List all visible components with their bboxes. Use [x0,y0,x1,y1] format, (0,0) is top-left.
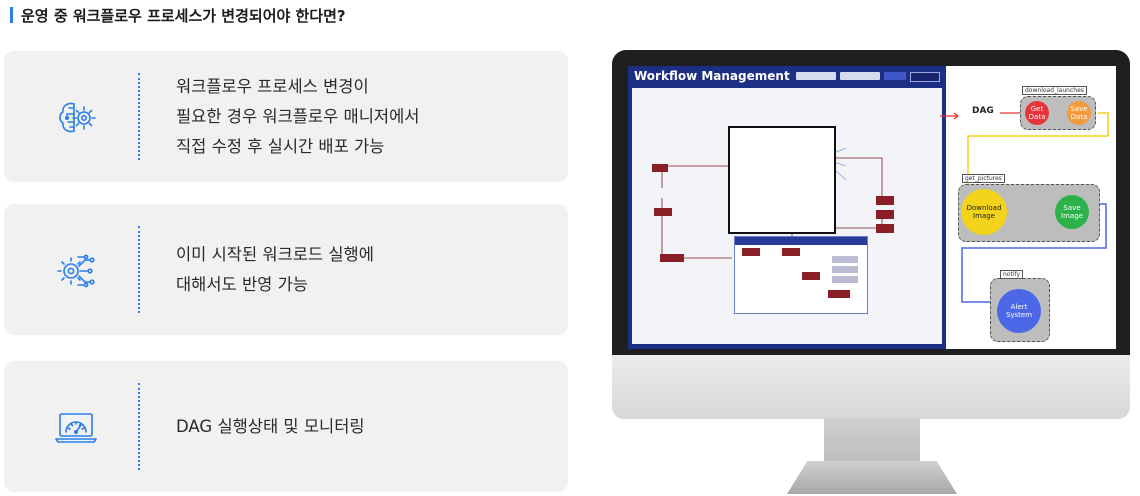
process-node[interactable] [876,224,894,233]
monitor-screen: Workflow Management [628,66,1116,349]
card-divider [138,383,140,470]
filter-select-1[interactable] [796,72,836,80]
card-text: DAG 실행상태 및 모니터링 [176,361,548,492]
process-node[interactable] [876,210,894,219]
section-heading: 운영 중 워크플로우 프로세스가 변경되어야 한다면? [10,4,346,26]
process-node[interactable] [802,272,820,280]
feature-card-dag-monitoring: DAG 실행상태 및 모니터링 [4,361,568,492]
monitor-stand-base [787,461,957,494]
gear-circuit-icon [57,254,95,288]
process-node[interactable] [782,248,800,256]
status-chip [832,276,858,283]
dag-group-notify[interactable]: Alert System [990,278,1050,342]
feature-card-running-workload: 이미 시작된 워크로드 실행에 대해서도 반영 가능 [4,204,568,335]
filter-select-2[interactable] [840,72,880,80]
workflow-manager-window: Workflow Management [628,66,946,349]
card-line: 직접 수정 후 실시간 배포 가능 [176,136,385,156]
architecture-panel [728,126,836,234]
monitor-chin [612,355,1130,419]
card-line: 대해서도 반영 가능 [176,274,308,294]
card-line: 이미 시작된 워크로드 실행에 [176,244,374,264]
card-line: DAG 실행상태 및 모니터링 [176,416,365,436]
process-node[interactable] [742,248,760,256]
card-line: 필요한 경우 워크플로우 매니저에서 [176,106,420,126]
status-chip [832,256,858,263]
dag-connectors [940,112,1109,303]
toolbar-button-2[interactable] [910,72,940,82]
process-node[interactable] [652,164,668,172]
monitor-bezel: Workflow Management [612,50,1130,355]
node-save-image[interactable]: Save Image [1055,195,1089,229]
heading-accent-bar [10,7,13,23]
toolbar-button-1[interactable] [884,72,906,80]
group-tag: get_pictures [962,174,1005,183]
group-tag: download_launches [1022,86,1087,95]
workflow-canvas [632,88,942,344]
dag-label: DAG [972,106,994,116]
card-line: 워크플로우 프로세스 변경이 [176,76,369,96]
feature-card-realtime-deploy: 워크플로우 프로세스 변경이 필요한 경우 워크플로우 매니저에서 직접 수정 … [4,51,568,182]
monitor-neck [824,419,920,465]
card-text: 이미 시작된 워크로드 실행에 대해서도 반영 가능 [176,204,548,335]
node-alert-system[interactable]: Alert System [997,289,1041,333]
laptop-gauge-icon [55,413,97,443]
process-node[interactable] [876,196,894,205]
process-node[interactable] [828,290,850,298]
node-save-data[interactable]: Save Data [1067,101,1091,125]
card-text: 워크플로우 프로세스 변경이 필요한 경우 워크플로우 매니저에서 직접 수정 … [176,51,548,182]
status-chip [832,266,858,273]
monitor-illustration: Workflow Management [612,50,1130,494]
card-divider [138,226,140,313]
dag-group-download-launches[interactable]: Get Data Save Data [1020,96,1096,130]
heading-text: 운영 중 워크플로우 프로세스가 변경되어야 한다면? [21,6,346,25]
dag-group-get-pictures[interactable]: Download Image Save Image [958,184,1100,242]
node-download-image[interactable]: Download Image [961,189,1007,235]
process-panel-header [735,237,867,245]
group-tag: notify [1000,270,1024,279]
brain-gear-icon [59,102,96,133]
node-get-data[interactable]: Get Data [1025,101,1049,125]
process-node[interactable] [660,254,684,262]
card-divider [138,73,140,160]
process-node[interactable] [654,208,672,216]
app-title: Workflow Management [634,69,790,83]
